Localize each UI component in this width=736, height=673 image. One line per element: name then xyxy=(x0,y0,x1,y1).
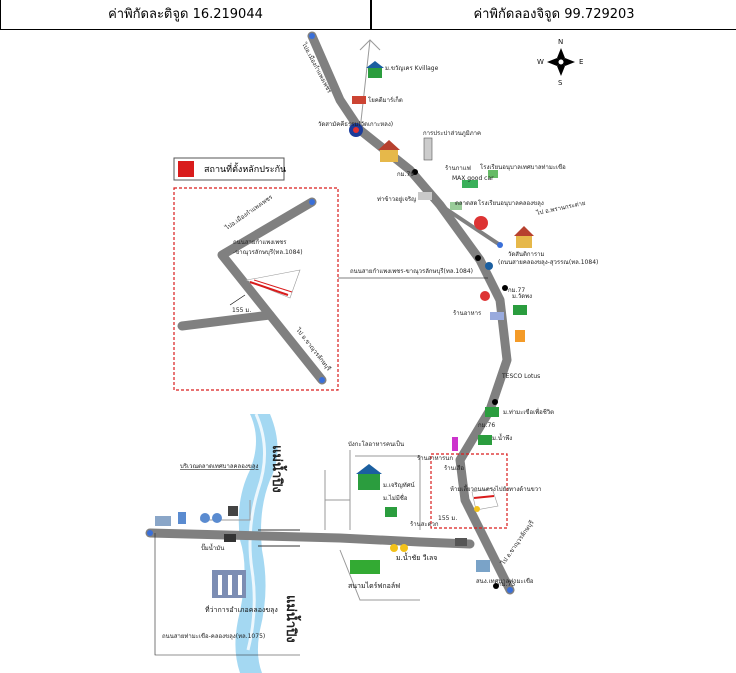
label-municipal-market: บริเวณตลาดเทศบาลคลองขลุง xyxy=(180,463,259,470)
main-distance-label: 155 ม. xyxy=(438,515,457,522)
inset-road-name-1: ถนนสายกำแพงเพชร xyxy=(233,239,287,246)
seven-eleven-icon xyxy=(515,330,525,342)
label-unnamed-village: ม.ไม่มีชื่อ xyxy=(383,494,408,502)
info-icon xyxy=(178,512,186,524)
label-golf-driving-range: สนามไดร์ฟกอล์ฟ xyxy=(348,581,400,590)
road-end-marker xyxy=(507,587,513,593)
school-icon xyxy=(488,170,498,178)
location-pin-icon xyxy=(474,506,480,512)
label-km77: กม.77 xyxy=(508,287,525,294)
label-cafe: ร้านกาแฟ xyxy=(445,165,471,172)
river-label-top: แม่น้ำปิง xyxy=(269,445,288,493)
hospital-icon xyxy=(212,513,222,523)
bus-icon xyxy=(155,516,171,526)
label-rice-mill: ท่าข้าวอยู่เจริญ xyxy=(377,196,416,203)
label-gas-station: ปั๊มน้ำมัน xyxy=(201,542,224,552)
location-map: แม่น้ำปิง แม่น้ำปิง N S W E xyxy=(145,31,598,673)
inset-road-name-2: -ขาณุวรลักษบุรี(ทล.1084) xyxy=(233,248,303,256)
label-convenience-store: ร้านสะดวก xyxy=(410,521,439,528)
house-icon xyxy=(385,507,397,517)
inset-map: ถนนสายกำแพงเพชร -ขาณุวรลักษบุรี(ทล.1084)… xyxy=(173,187,339,391)
golf-course-icon xyxy=(350,560,380,574)
label-km73: กม.73 xyxy=(498,581,515,588)
label-charoen-village: ม.เจริญทัศน์ xyxy=(383,481,415,489)
label-km76: กม.76 xyxy=(478,422,495,429)
label-district-office: ที่ว่าการอำเภอคลองขลุง xyxy=(205,605,278,614)
latitude-cell: ค่าพิกัดละติจูด 16.219044 xyxy=(0,0,370,29)
temple-icon xyxy=(516,236,532,248)
compass-n: N xyxy=(558,38,563,46)
road-end-marker xyxy=(147,530,153,536)
label-namchai-village: ม.น้ำชัย วีเลจ xyxy=(396,551,437,562)
label-food-shop: ร้านอาหารนก xyxy=(417,455,453,462)
compass-w: W xyxy=(537,58,544,66)
label-temple-santi: วัดสันติการาม xyxy=(508,251,545,258)
label-temple-sub: (ถนนสายคลองขลุง-สุวรรณ(ทล.1084) xyxy=(498,259,598,266)
market-icon xyxy=(352,96,366,104)
label-village-thamakhuea: ม.ท่ามะเขือเพื่อชีวิต xyxy=(503,408,554,416)
label-water-authority: การประปาส่วนภูมิภาค xyxy=(423,130,481,137)
market-basket-icon xyxy=(474,216,488,230)
compass-rose: N S W E xyxy=(537,38,583,87)
house-icon xyxy=(485,407,499,417)
police-icon xyxy=(200,513,210,523)
coin-icon xyxy=(400,544,408,552)
label-to-khanu: ไป อ.ขาณุวรลักษบุรี xyxy=(499,518,536,567)
building-icon xyxy=(450,202,462,210)
coin-icon xyxy=(390,544,398,552)
km-marker xyxy=(412,169,418,175)
town-hall-icon xyxy=(476,560,490,572)
river-label-bottom: แม่น้ำปิง xyxy=(283,595,302,643)
landmark-icons xyxy=(155,61,534,598)
road-end-marker xyxy=(309,33,315,39)
building-icon xyxy=(462,180,478,188)
label-wat-samakkhi: วัดสามัคคีธรรม(วัดเกาะหลง) xyxy=(318,120,393,128)
label-namphong-village: ม.น้ำพึง xyxy=(492,432,512,442)
longitude-cell: ค่าพิกัดลองจิจูด 99.729203 xyxy=(370,0,736,29)
label-restaurant: ร้านอาหาร xyxy=(453,310,482,317)
label-kvillage: ม.ขวัญเคร Kvillage xyxy=(385,65,439,72)
label-road-1075: ถนนสายท่ามะเขือ-คลองขลุง(ทล.1075) xyxy=(162,632,265,640)
bank-icon xyxy=(228,506,238,516)
warehouse-icon xyxy=(418,192,432,200)
legend-label: สถานที่ตั้งหลักประกัน xyxy=(204,162,286,175)
label-shop: ร้านเสือ xyxy=(444,464,464,472)
tower-icon xyxy=(452,437,458,451)
km-marker xyxy=(502,285,508,291)
label-khlongkhlung-school: โรงเรียนอนุบาลคลองขลุง xyxy=(478,199,544,207)
house-icon xyxy=(368,68,382,78)
label-market: ตลาดสด xyxy=(455,200,478,207)
road-end-marker xyxy=(497,242,503,248)
compass-s: S xyxy=(558,79,563,87)
compass-e: E xyxy=(579,58,583,66)
water-tower-icon xyxy=(423,137,433,161)
collateral-location: 155 ม. xyxy=(430,453,508,529)
temple-icon xyxy=(380,150,398,162)
label-tesco: TESCO Lotus xyxy=(501,373,540,380)
coordinate-header: ค่าพิกัดละติจูด 16.219044 ค่าพิกัดลองจิจ… xyxy=(0,0,736,30)
label-yokdee: โยคดีมาร์เก็ต xyxy=(368,95,403,104)
greenhouse-icon xyxy=(490,312,504,320)
bus-icon xyxy=(455,538,467,546)
house-icon xyxy=(358,474,380,490)
km-marker xyxy=(475,255,481,261)
inset-distance: 155 ม. xyxy=(232,307,251,314)
label-km79: กม.79 xyxy=(397,171,414,178)
water-drop-icon xyxy=(485,262,493,270)
label-road-1084: ถนนสายกำแพงเพชร-ขาณุวรลักษบุรี(ทล.1084) xyxy=(350,267,473,275)
label-turn-note: ห้ามเลี้ยวถนนตรงไปยังทางด้านขวา xyxy=(450,483,542,493)
km-marker xyxy=(493,583,499,589)
label-school: โรงเรียนอนุบาลเทศบาลท่ามะเขือ xyxy=(480,163,566,171)
shop-icon xyxy=(480,291,490,301)
label-watphong-village: ม.วัดพง xyxy=(512,293,532,300)
house-icon xyxy=(478,435,492,445)
legend: สถานที่ตั้งหลักประกัน xyxy=(173,157,286,181)
label-bungalow: บังกะโลอาหารคนเป็น xyxy=(348,439,404,448)
truck-icon xyxy=(224,534,236,542)
house-icon xyxy=(513,305,527,315)
km-marker xyxy=(492,399,498,405)
legend-swatch xyxy=(178,161,194,177)
label-town-hall: สนง.เทศบาลท่ามะเขือ xyxy=(476,577,534,585)
label-max-car: MAX good car xyxy=(452,175,494,182)
